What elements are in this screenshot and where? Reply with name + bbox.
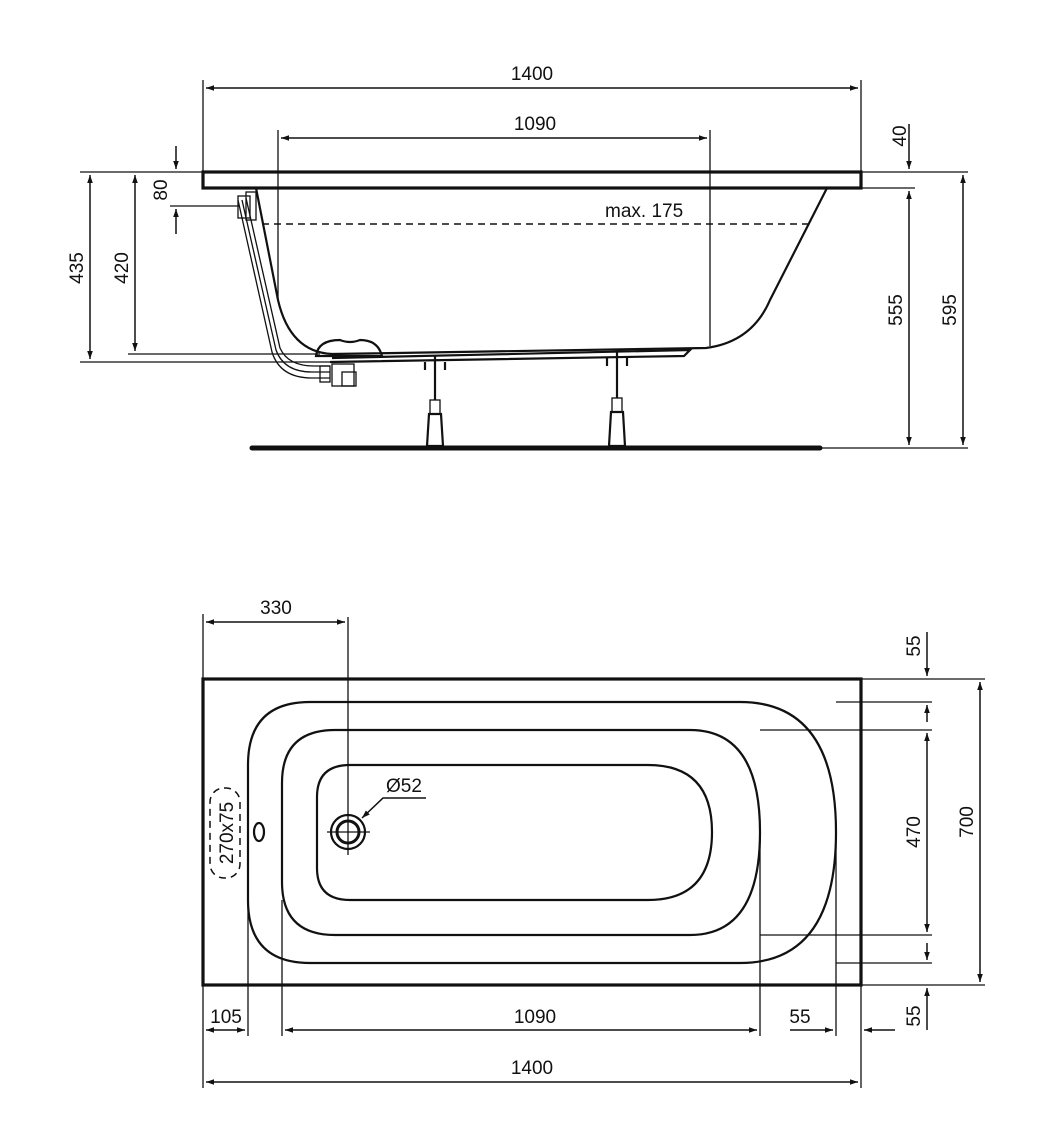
top-view: 270x75 Ø52 330 105 1090 55 1400 xyxy=(201,598,985,1088)
side-view: max. 175 xyxy=(67,64,968,451)
tub-base xyxy=(329,348,693,364)
tub-rim xyxy=(201,170,863,190)
dim-total-height-right: 595 xyxy=(940,294,961,326)
overflow-hole xyxy=(252,821,266,843)
dim-overall-length: 1400 xyxy=(511,64,553,85)
leg-left xyxy=(423,356,447,448)
dim-inner-width: 470 xyxy=(904,816,925,848)
dim-overall-width: 700 xyxy=(957,806,978,838)
basin-outer-contour xyxy=(246,700,838,965)
dim-total-height-left: 435 xyxy=(67,252,88,284)
dim-bottom-margin: 55 xyxy=(904,1005,925,1026)
basin-middle-contour xyxy=(280,728,762,937)
overflow-cutout-outline xyxy=(209,787,241,879)
dim-rim-thickness: 40 xyxy=(890,125,911,146)
dim-overall-length-top: 1400 xyxy=(511,1058,553,1079)
dim-overflow-offset: 80 xyxy=(151,179,172,200)
dim-depth-right: 555 xyxy=(886,294,907,326)
tub-body-outline xyxy=(254,187,828,356)
dim-top-margin: 55 xyxy=(904,635,925,656)
dim-inner-depth-left: 420 xyxy=(112,252,133,284)
max-water-label: max. 175 xyxy=(605,201,683,222)
leg-right xyxy=(605,352,629,448)
basin-floor-contour xyxy=(315,763,714,902)
dim-drain-position: 330 xyxy=(260,598,292,619)
drain-cap xyxy=(314,338,384,358)
support-legs xyxy=(423,352,629,448)
dim-drain-diameter: Ø52 xyxy=(386,776,422,797)
tub-outer-rect xyxy=(201,677,863,987)
dim-right-margin: 55 xyxy=(789,1007,810,1028)
dim-left-margin: 105 xyxy=(210,1007,242,1028)
dim-inner-length-top: 1090 xyxy=(514,1007,556,1028)
dim-overflow-cutout: 270x75 xyxy=(217,802,238,864)
dim-inner-length: 1090 xyxy=(514,114,556,135)
